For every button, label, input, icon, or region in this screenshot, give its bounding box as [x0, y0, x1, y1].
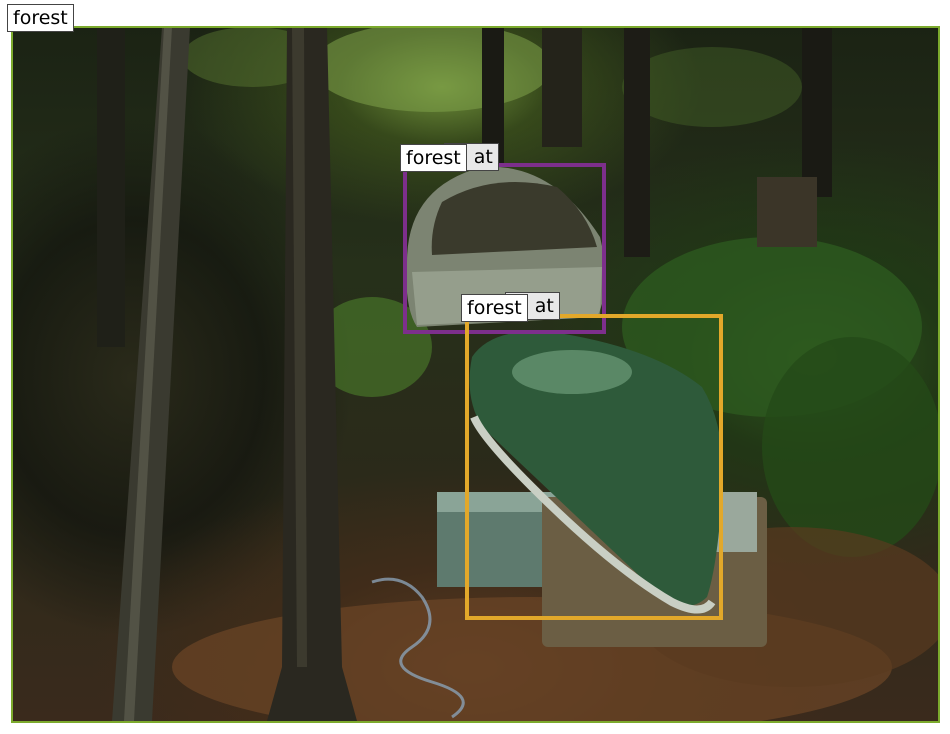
fern-patch: [312, 297, 432, 397]
tree-stump: [757, 177, 817, 247]
boat-back-interior: [431, 182, 597, 255]
tree-trunk: [542, 27, 582, 147]
tree-trunk: [267, 27, 357, 721]
tree-trunk: [624, 27, 650, 257]
forest-bounding-box: [11, 26, 940, 723]
tree-trunk: [482, 27, 504, 167]
boat-back-label: forest: [400, 144, 467, 172]
boat-back-bounding-box: [403, 163, 606, 334]
fern-patch: [762, 337, 939, 557]
forest-photo: [12, 27, 939, 721]
boat-front-label: forest: [461, 294, 528, 322]
boat-front-bounding-box: [465, 314, 723, 620]
tree-trunk-highlight: [292, 27, 307, 667]
canopy-light: [622, 47, 802, 127]
boat-front-gunwale: [470, 415, 716, 614]
tree-trunk: [802, 27, 832, 197]
rope: [371, 577, 465, 719]
hull-sunlight: [512, 350, 632, 394]
tree-trunk: [97, 27, 125, 347]
tree-trunk-highlight: [124, 27, 172, 721]
boat-front-hull: [469, 331, 723, 606]
forest-label: forest: [7, 4, 74, 32]
forest-scene: [97, 27, 939, 721]
